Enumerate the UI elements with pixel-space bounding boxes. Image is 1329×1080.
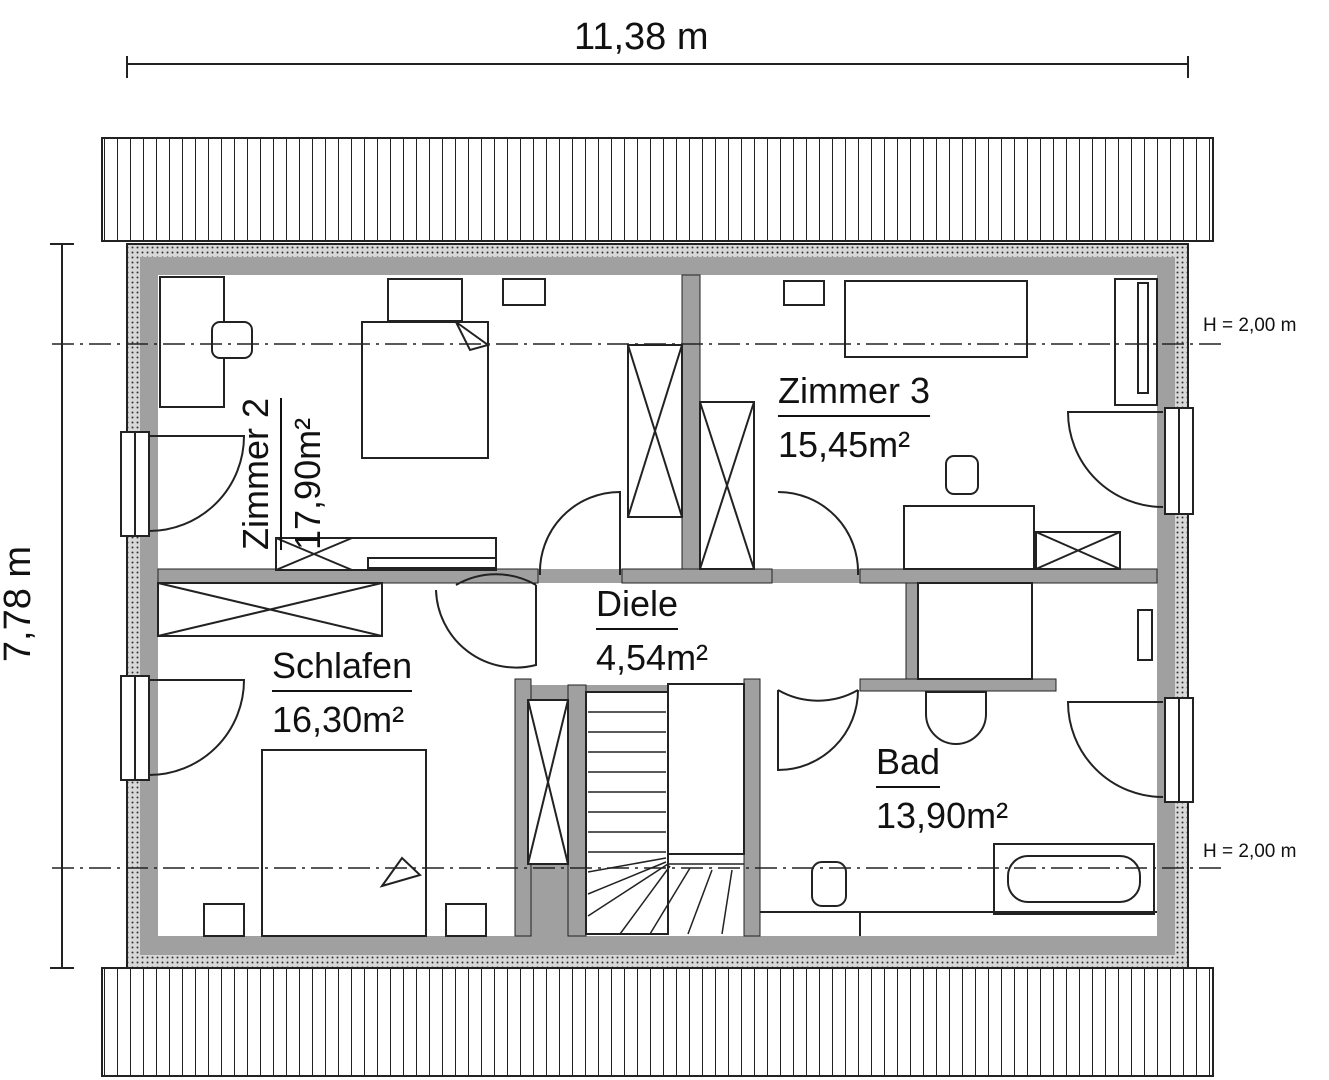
depth-dimension-line <box>50 243 74 969</box>
height-note-bottom: H = 2,00 m <box>1203 841 1297 862</box>
room-zimmer2-label: Zimmer 2 17,90m² <box>235 290 338 550</box>
room-schlafen-name: Schlafen <box>272 648 413 692</box>
height-note-top: H = 2,00 m <box>1203 315 1297 336</box>
room-bad-label: Bad 13,90m² <box>876 744 1008 834</box>
depth-dimension-label: 7,78 m <box>0 545 40 663</box>
room-zimmer3-area: 15,45m² <box>778 424 911 465</box>
room-bad-name: Bad <box>876 744 941 788</box>
interior-walls <box>157 274 1158 937</box>
width-dimension-line <box>126 56 1189 78</box>
room-zimmer3-label: Zimmer 3 15,45m² <box>778 373 930 463</box>
room-diele-name: Diele <box>596 586 679 630</box>
width-dimension-label: 11,38 m <box>574 16 709 58</box>
roof-eave-top <box>101 137 1214 242</box>
room-schlafen-area: 16,30m² <box>272 699 405 740</box>
room-zimmer2-area: 17,90m² <box>287 417 328 550</box>
room-bad-area: 13,90m² <box>876 795 1009 836</box>
height-lines <box>52 343 1226 869</box>
stair-treads <box>587 711 744 935</box>
windows <box>120 407 1194 803</box>
door-swings <box>148 411 1164 798</box>
room-diele-area: 4,54m² <box>596 637 709 678</box>
roof-eave-bottom <box>101 967 1214 1077</box>
room-zimmer2-name: Zimmer 2 <box>235 398 282 550</box>
room-zimmer3-name: Zimmer 3 <box>778 373 930 417</box>
room-schlafen-label: Schlafen 16,30m² <box>272 648 413 740</box>
room-diele-label: Diele 4,54m² <box>596 586 708 676</box>
